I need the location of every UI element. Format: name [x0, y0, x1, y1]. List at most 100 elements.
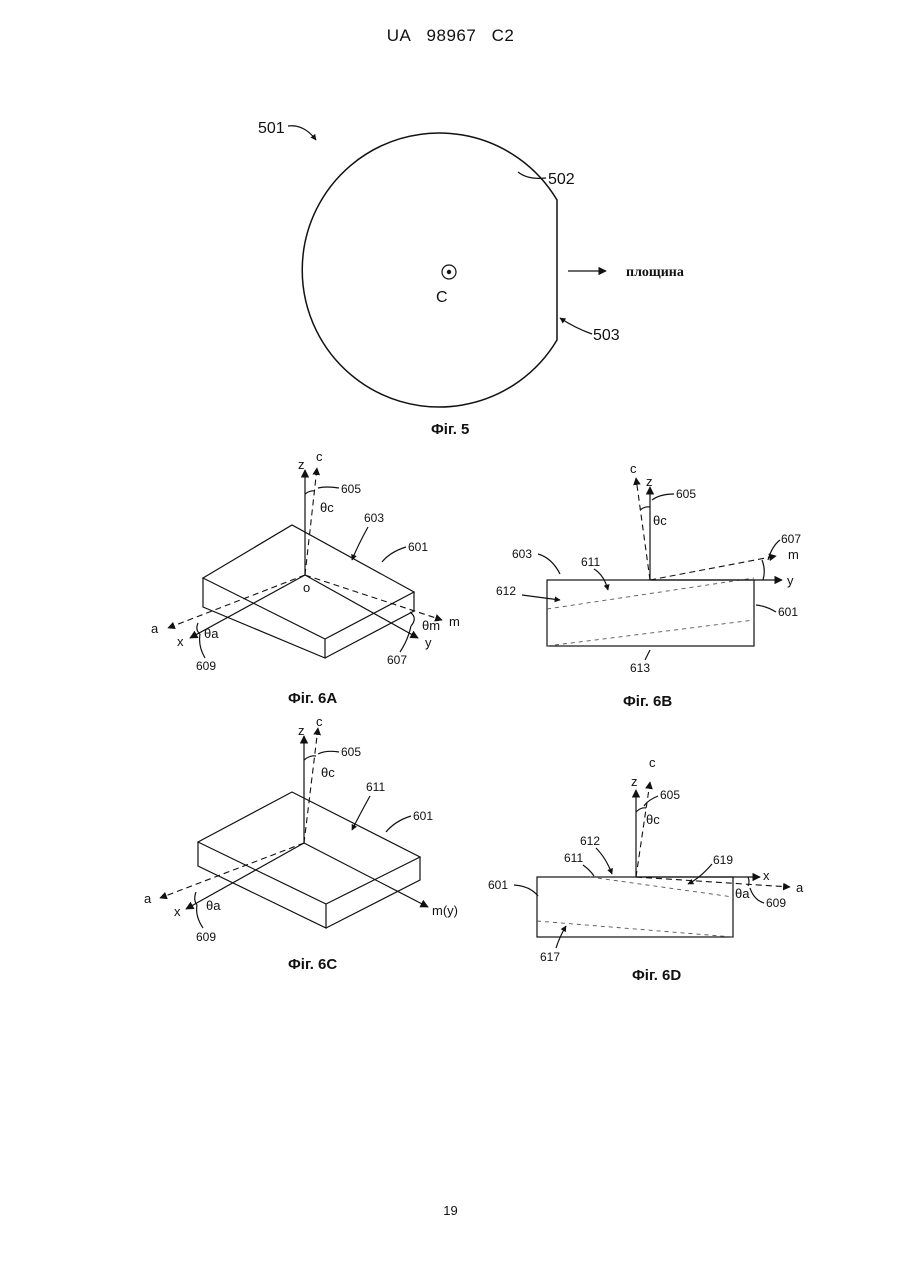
- wafer-center-label: C: [436, 289, 448, 306]
- label-theta-a: θa: [204, 626, 219, 641]
- label-x: x: [763, 868, 770, 883]
- leader-605: [318, 751, 339, 754]
- leader-601: [382, 547, 406, 562]
- c-axis: [636, 782, 650, 877]
- label-605: 605: [341, 482, 361, 496]
- leader-503: [560, 318, 592, 334]
- label-611: 611: [581, 555, 600, 569]
- label-theta-c: θc: [646, 812, 660, 827]
- label-c: c: [316, 714, 323, 729]
- label-a: a: [151, 621, 159, 636]
- fig6b-caption: Фіг. 6B: [623, 693, 672, 710]
- leader-609: [750, 888, 764, 903]
- label-theta-a: θa: [735, 886, 750, 901]
- slab-front-right: [326, 857, 420, 928]
- theta-c-arc: [636, 808, 646, 812]
- label-601: 601: [408, 540, 428, 554]
- figure-6d: c z 605 θc 612 611 619 x a θa 609 601 61…: [488, 755, 804, 984]
- fig6d-caption: Фіг. 6D: [632, 967, 681, 984]
- label-theta-a: θa: [206, 898, 221, 913]
- label-607: 607: [387, 653, 407, 667]
- leader-601: [386, 816, 411, 832]
- label-613: 613: [630, 661, 650, 675]
- leader-501: [288, 126, 316, 140]
- ref-503: 503: [593, 327, 620, 344]
- label-y: y: [425, 635, 432, 650]
- label-z: z: [646, 474, 653, 489]
- my-axis: [304, 843, 428, 907]
- leader-605: [318, 487, 339, 488]
- label-603: 603: [364, 511, 384, 525]
- label-a: a: [144, 891, 152, 906]
- wafer-outline: [302, 133, 557, 407]
- figure-6a: z c 605 θc 603 601 o a x θa 609 θm m y 6…: [151, 449, 460, 707]
- fig6a-caption: Фіг. 6A: [288, 690, 337, 707]
- theta-m-arc: [762, 560, 764, 580]
- m-axis: [650, 556, 776, 580]
- figure-5: C 501 502 площина 503 Фіг. 5: [258, 120, 684, 438]
- label-z: z: [298, 723, 305, 738]
- label-601: 601: [778, 605, 798, 619]
- slice-lower: [537, 921, 733, 937]
- label-611: 611: [366, 780, 385, 794]
- leader-605: [644, 796, 658, 806]
- theta-c-arc: [640, 507, 650, 510]
- label-607: 607: [781, 532, 801, 546]
- label-m: m: [788, 547, 799, 562]
- label-a: a: [796, 880, 804, 895]
- label-c: c: [316, 449, 323, 464]
- label-605: 605: [341, 745, 361, 759]
- leader-612: [596, 848, 612, 874]
- label-609: 609: [196, 930, 216, 944]
- figure-6b: c z 605 θc 607 m y 603 611 612 601 613 Ф…: [496, 461, 801, 710]
- label-y: y: [787, 573, 794, 588]
- label-611: 611: [564, 851, 583, 865]
- label-605: 605: [676, 487, 696, 501]
- leader-611: [583, 865, 594, 876]
- label-c: c: [630, 461, 637, 476]
- x-axis: [186, 843, 304, 909]
- label-601: 601: [413, 809, 433, 823]
- label-619: 619: [713, 853, 733, 867]
- slab-side: [537, 877, 733, 937]
- fig5-caption: Фіг. 5: [431, 421, 469, 438]
- wafer-center-dot: [447, 270, 451, 274]
- label-c: c: [649, 755, 656, 770]
- label-612: 612: [496, 584, 516, 598]
- label-603: 603: [512, 547, 532, 561]
- slice-lower: [547, 620, 754, 646]
- slab-side: [547, 580, 754, 646]
- leader-603: [352, 527, 368, 560]
- label-z: z: [298, 457, 305, 472]
- leader-609: [197, 905, 203, 928]
- leader-603: [538, 554, 560, 574]
- leader-613: [645, 650, 650, 660]
- slice-upper: [590, 877, 733, 897]
- label-my: m(y): [432, 903, 458, 918]
- slab-front-left: [198, 842, 326, 928]
- label-612: 612: [580, 834, 600, 848]
- a-axis: [160, 843, 304, 898]
- c-axis: [636, 478, 650, 580]
- label-theta-c: θc: [320, 500, 334, 515]
- label-theta-c: θc: [653, 513, 667, 528]
- label-theta-m: θm: [422, 618, 440, 633]
- label-609: 609: [766, 896, 786, 910]
- leader-607: [400, 626, 411, 652]
- c-axis: [304, 728, 318, 843]
- leader-612: [522, 595, 560, 600]
- ref-502: 502: [548, 171, 575, 188]
- flat-arrow-label: площина: [626, 265, 684, 280]
- label-origin: o: [303, 580, 310, 595]
- figure-6c: z c 605 θc 611 601 a x θa 609 m(y) Фіг. …: [144, 714, 458, 973]
- theta-m-arc: [410, 612, 414, 626]
- slab-top-face: [198, 792, 420, 904]
- label-601: 601: [488, 878, 508, 892]
- fig6c-caption: Фіг. 6C: [288, 956, 337, 973]
- label-x: x: [177, 634, 184, 649]
- label-609: 609: [196, 659, 216, 673]
- label-605: 605: [660, 788, 680, 802]
- leader-605: [652, 494, 674, 500]
- c-axis: [305, 468, 317, 575]
